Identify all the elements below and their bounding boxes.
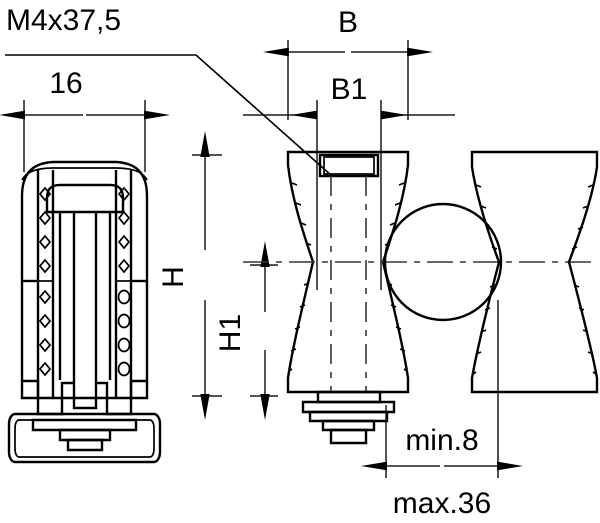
dimension-B-group: B [263, 6, 433, 120]
side-elevation-view [7, 160, 162, 464]
dimension-H-group: H [157, 131, 222, 420]
perforation-column-left [38, 186, 52, 377]
dimension-H1-label: H1 [214, 314, 247, 352]
dimension-H-label: H [157, 266, 190, 288]
serration-ticks-right-view-left [472, 184, 498, 375]
dimension-B-label: B [338, 6, 358, 39]
thread-spec-label: M4x37,5 [6, 4, 121, 37]
serration-ticks-right [384, 182, 408, 372]
serration-ticks-left [288, 182, 312, 372]
pipe-cross-section-circle [383, 202, 503, 322]
thread-spec-leader-line [5, 54, 333, 177]
perforation-column-right [117, 186, 131, 377]
front-section-view [286, 150, 410, 445]
dimension-16-group: 16 [0, 67, 170, 172]
dimension-min8-group: min.8 [361, 300, 523, 478]
dimension-16-label: 16 [49, 67, 82, 100]
dimension-max36-label: max.36 [393, 487, 491, 520]
dimension-B1-label: B1 [331, 73, 368, 106]
dimension-min8-label: min.8 [405, 424, 478, 457]
serration-ticks-right-view-right [571, 184, 597, 375]
dimension-B1-group: B1 [243, 73, 455, 290]
dimension-H1-group: H1 [214, 241, 278, 420]
clamp-pair-view [470, 150, 599, 394]
